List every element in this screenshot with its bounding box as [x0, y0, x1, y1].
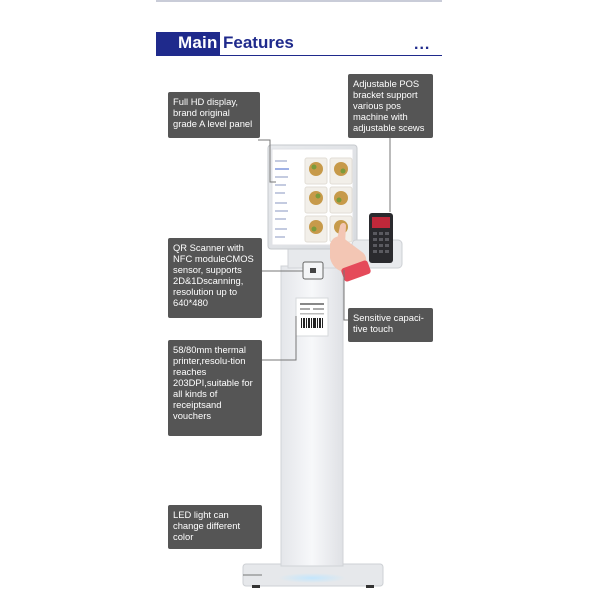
- section-header: Main Features ...: [156, 32, 442, 56]
- callout-display: Full HD display, brand original grade A …: [168, 92, 260, 138]
- top-divider: [156, 0, 442, 2]
- kiosk-base: [242, 563, 384, 588]
- callout-qr-scanner: QR Scanner with NFC moduleCMOS sensor, s…: [168, 238, 262, 318]
- callout-touch: Sensitive capaci-tive touch: [348, 308, 433, 342]
- title-main: Main: [178, 33, 218, 52]
- title-main-box: [156, 32, 220, 56]
- more-dots: ...: [414, 36, 431, 53]
- callout-printer: 58/80mm thermal printer,resolu-tion reac…: [168, 340, 262, 436]
- kiosk-screen: [267, 144, 358, 250]
- title-features: Features: [223, 33, 294, 52]
- header-underline: [156, 55, 442, 56]
- callout-leaders: [243, 130, 391, 576]
- qr-scanner: [302, 261, 324, 280]
- hand-illustration: [330, 223, 371, 282]
- callout-led: LED light can change different color: [168, 505, 262, 549]
- callout-pos-bracket: Adjustable POS bracket support various p…: [348, 74, 433, 138]
- food-grid: [304, 157, 353, 243]
- printer-receipt: [295, 297, 329, 337]
